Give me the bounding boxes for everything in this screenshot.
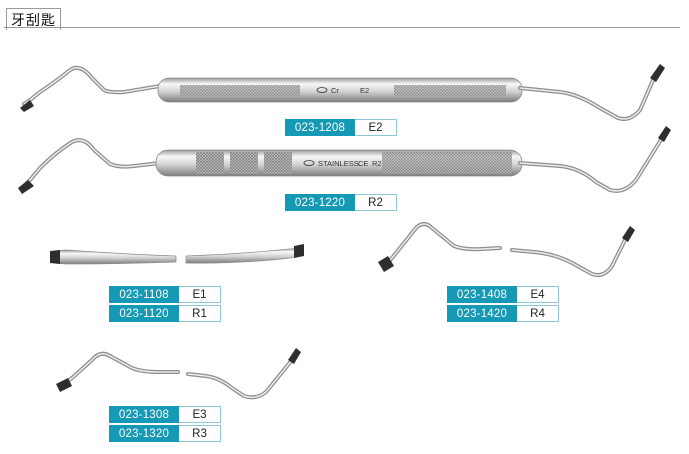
model-number: E1 [179,286,221,303]
model-number: R1 [179,305,221,322]
code-tag-e4: 023-1408 E4 [447,286,559,303]
instrument-r2: STAINLESS CE R2 [18,126,671,194]
product-code: 023-1208 [285,119,355,136]
product-code: 023-1220 [285,194,355,211]
model-number: E2 [355,119,397,136]
model-number: E4 [517,286,559,303]
handle-mark-cr: Cr [331,86,339,95]
handle-mark-r2: R2 [372,159,382,168]
handle-mark-ce: CE [358,159,368,168]
product-code: 023-1108 [109,286,179,303]
model-number: R4 [517,305,559,322]
product-code: 023-1308 [109,406,179,423]
model-number: R2 [355,194,397,211]
code-tag-r1: 023-1120 R1 [109,305,221,322]
product-code: 023-1120 [109,305,179,322]
model-number: E3 [179,406,221,423]
handle-mark-e2: E2 [360,86,369,95]
code-tag-e2: 023-1208 E2 [285,119,397,136]
code-tag-r2: 023-1220 R2 [285,194,397,211]
title-divider [4,27,680,28]
handle-mark-stainless: STAINLESS [318,159,359,168]
product-code: 023-1420 [447,305,517,322]
instrument-e3-r3-tips [56,348,301,400]
model-number: R3 [179,425,221,442]
page-title: 牙刮匙 [6,8,61,30]
code-tag-e3: 023-1308 E3 [109,406,221,423]
product-code: 023-1320 [109,425,179,442]
code-tag-e1: 023-1108 E1 [109,286,221,303]
code-tag-r3: 023-1320 R3 [109,425,221,442]
product-code: 023-1408 [447,286,517,303]
code-tag-r4: 023-1420 R4 [447,305,559,322]
instrument-e1-r1-tips [50,244,304,265]
instrument-e4-r4-tips [378,222,635,277]
instrument-e2: Cr E2 [20,64,665,121]
